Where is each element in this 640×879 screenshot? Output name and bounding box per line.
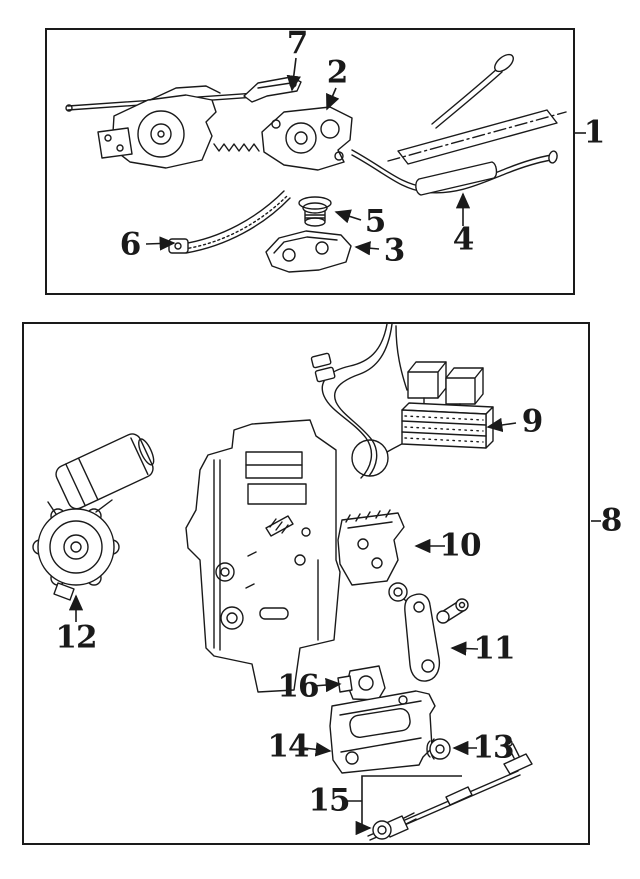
callout-1: 1: [583, 114, 606, 151]
callout-7: 7: [286, 25, 309, 62]
callout-6: 6: [119, 226, 142, 263]
callout-16: 16: [277, 668, 319, 705]
callout-14: 14: [267, 728, 309, 765]
callout-4: 4: [452, 221, 475, 258]
callout-8: 8: [600, 502, 623, 539]
callout-11: 11: [473, 630, 515, 667]
callout-13: 13: [472, 729, 514, 766]
callout-12: 12: [55, 619, 97, 656]
callout-5: 5: [364, 203, 387, 240]
upper-panel-border: [45, 28, 575, 295]
callout-10: 10: [439, 527, 481, 564]
lower-panel-border: [22, 322, 590, 845]
callout-9: 9: [521, 403, 544, 440]
callout-3: 3: [383, 232, 406, 269]
callout-15: 15: [308, 782, 350, 819]
callout-2: 2: [326, 54, 349, 91]
